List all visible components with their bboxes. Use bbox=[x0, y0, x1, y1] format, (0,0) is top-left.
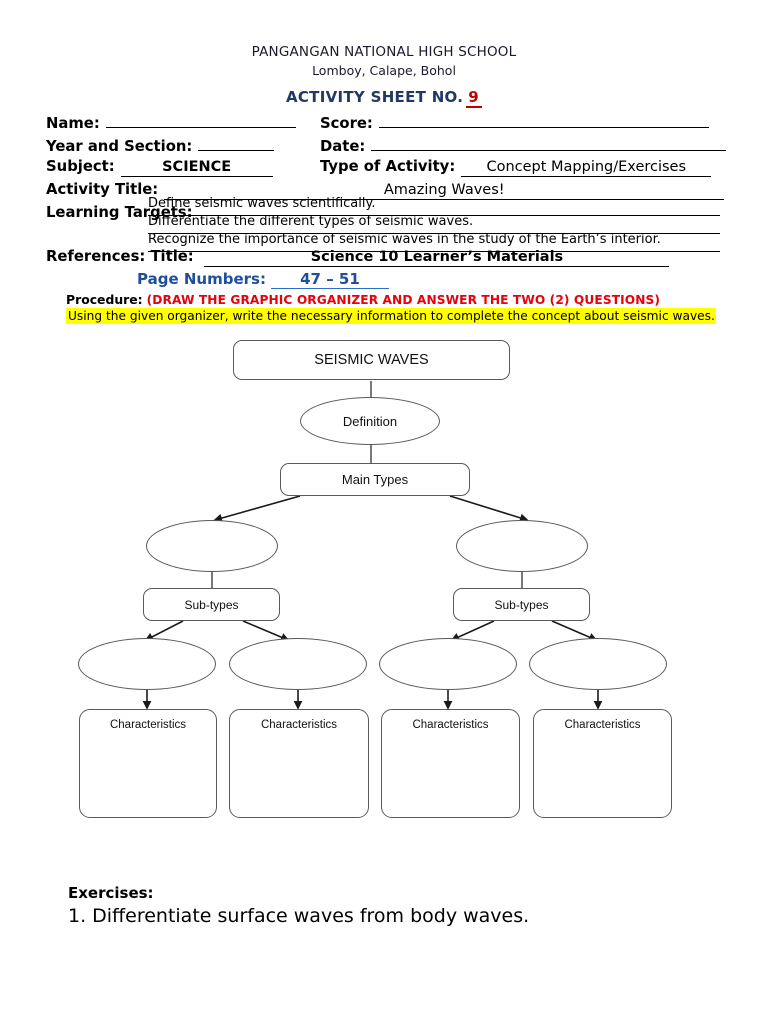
exercises-heading: Exercises: bbox=[68, 884, 154, 902]
node-sub-types-left[interactable]: Sub-types bbox=[143, 588, 280, 621]
name-field[interactable]: Name: bbox=[46, 112, 296, 132]
exercise-item-1-number: 1. bbox=[68, 905, 87, 927]
year-section-label: Year and Section: bbox=[46, 138, 193, 155]
form-fields: Name: Score: Year and Section: Date: Sub… bbox=[46, 112, 727, 227]
node-characteristics-3[interactable]: Characteristics bbox=[381, 709, 520, 818]
page-title: ACTIVITY SHEET NO.9 bbox=[0, 88, 768, 108]
type-of-activity-value[interactable]: Concept Mapping/Exercises bbox=[461, 159, 712, 177]
name-value[interactable] bbox=[105, 112, 296, 128]
node-leaf-ellipse-2[interactable] bbox=[229, 638, 367, 690]
learning-target-3[interactable]: Recognize the importance of seismic wave… bbox=[148, 232, 720, 252]
score-label: Score: bbox=[320, 115, 373, 132]
form-row-learning-targets: Learning Targets: bbox=[46, 204, 722, 227]
node-branch-left[interactable] bbox=[146, 520, 278, 572]
school-header: PANGANGAN NATIONAL HIGH SCHOOL Lomboy, C… bbox=[0, 44, 768, 78]
learning-target-2[interactable]: Differentiate the different types of sei… bbox=[148, 214, 720, 234]
node-sub-types-right[interactable]: Sub-types bbox=[453, 588, 590, 621]
node-definition[interactable]: Definition bbox=[300, 397, 440, 445]
node-branch-right[interactable] bbox=[456, 520, 588, 572]
procedure-highlighted-note: Using the given organizer, write the nec… bbox=[66, 308, 716, 324]
node-leaf-ellipse-3[interactable] bbox=[379, 638, 517, 690]
page-numbers-field[interactable]: Page Numbers:47 – 51 bbox=[137, 270, 389, 289]
exercise-item-1: 1.Differentiate surface waves from body … bbox=[68, 905, 529, 927]
subject-value[interactable]: SCIENCE bbox=[120, 159, 273, 177]
references-label: References: Title: bbox=[46, 248, 194, 265]
node-characteristics-1[interactable]: Characteristics bbox=[79, 709, 217, 818]
form-row-activity-title: Activity Title: Amazing Waves! bbox=[46, 181, 725, 204]
learning-target-1[interactable]: Define seismic waves scientifically. bbox=[148, 196, 720, 216]
node-main-types[interactable]: Main Types bbox=[280, 463, 470, 496]
references-value[interactable]: Science 10 Learner’s Materials bbox=[204, 249, 670, 267]
form-row-name: Name: Score: bbox=[46, 112, 722, 135]
node-characteristics-1-label: Characteristics bbox=[109, 719, 187, 731]
learning-targets-field: Learning Targets: bbox=[46, 204, 193, 221]
node-characteristics-3-label: Characteristics bbox=[412, 719, 489, 731]
node-definition-label: Definition bbox=[342, 413, 398, 429]
date-value[interactable] bbox=[371, 135, 727, 151]
sheet-number: 9 bbox=[466, 88, 483, 108]
node-leaf-ellipse-1[interactable] bbox=[78, 638, 216, 690]
node-characteristics-2-label: Characteristics bbox=[260, 719, 338, 731]
references-field[interactable]: References: Title: Science 10 Learner’s … bbox=[46, 248, 670, 267]
node-sub-types-right-label: Sub-types bbox=[494, 597, 549, 612]
score-value[interactable] bbox=[378, 112, 709, 128]
year-section-field[interactable]: Year and Section: bbox=[46, 135, 275, 155]
school-name: PANGANGAN NATIONAL HIGH SCHOOL bbox=[251, 44, 517, 60]
procedure-instruction-caps: (DRAW THE GRAPHIC ORGANIZER AND ANSWER T… bbox=[146, 293, 661, 307]
subject-field[interactable]: Subject: SCIENCE bbox=[46, 158, 273, 177]
activity-title-label: Activity Title: bbox=[46, 181, 159, 198]
activity-title-field[interactable]: Activity Title: Amazing Waves! bbox=[46, 181, 725, 200]
node-leaf-ellipse-4[interactable] bbox=[529, 638, 667, 690]
type-of-activity-field[interactable]: Type of Activity: Concept Mapping/Exerci… bbox=[320, 158, 712, 177]
procedure-label: Procedure: bbox=[66, 292, 143, 307]
activity-title-value[interactable]: Amazing Waves! bbox=[164, 182, 725, 200]
node-seismic-waves[interactable]: SEISMIC WAVES bbox=[233, 340, 510, 380]
form-row-year-section: Year and Section: Date: bbox=[46, 135, 727, 158]
page-numbers-value[interactable]: 47 – 51 bbox=[270, 270, 389, 289]
node-sub-types-left-label: Sub-types bbox=[184, 597, 239, 612]
score-field[interactable]: Score: bbox=[320, 112, 709, 132]
school-address: Lomboy, Calape, Bohol bbox=[312, 63, 456, 78]
exercise-item-1-text: Differentiate surface waves from body wa… bbox=[92, 905, 530, 927]
node-main-types-label: Main Types bbox=[341, 472, 409, 487]
sheet-title-text: ACTIVITY SHEET NO. bbox=[285, 88, 464, 106]
node-characteristics-4-label: Characteristics bbox=[564, 719, 641, 731]
name-label: Name: bbox=[46, 115, 100, 132]
learning-targets-label: Learning Targets: bbox=[46, 204, 193, 221]
node-characteristics-4[interactable]: Characteristics bbox=[533, 709, 672, 818]
date-field[interactable]: Date: bbox=[320, 135, 727, 155]
node-seismic-waves-label: SEISMIC WAVES bbox=[314, 352, 429, 368]
form-row-subject: Subject: SCIENCE Type of Activity: Conce… bbox=[46, 158, 722, 181]
subject-label: Subject: bbox=[46, 158, 115, 175]
procedure-line: Procedure:(DRAW THE GRAPHIC ORGANIZER AN… bbox=[66, 292, 660, 307]
page-numbers-label: Page Numbers: bbox=[137, 270, 266, 288]
date-label: Date: bbox=[320, 138, 366, 155]
year-section-value[interactable] bbox=[198, 135, 275, 151]
type-of-activity-label: Type of Activity: bbox=[320, 158, 456, 175]
node-characteristics-2[interactable]: Characteristics bbox=[229, 709, 369, 818]
